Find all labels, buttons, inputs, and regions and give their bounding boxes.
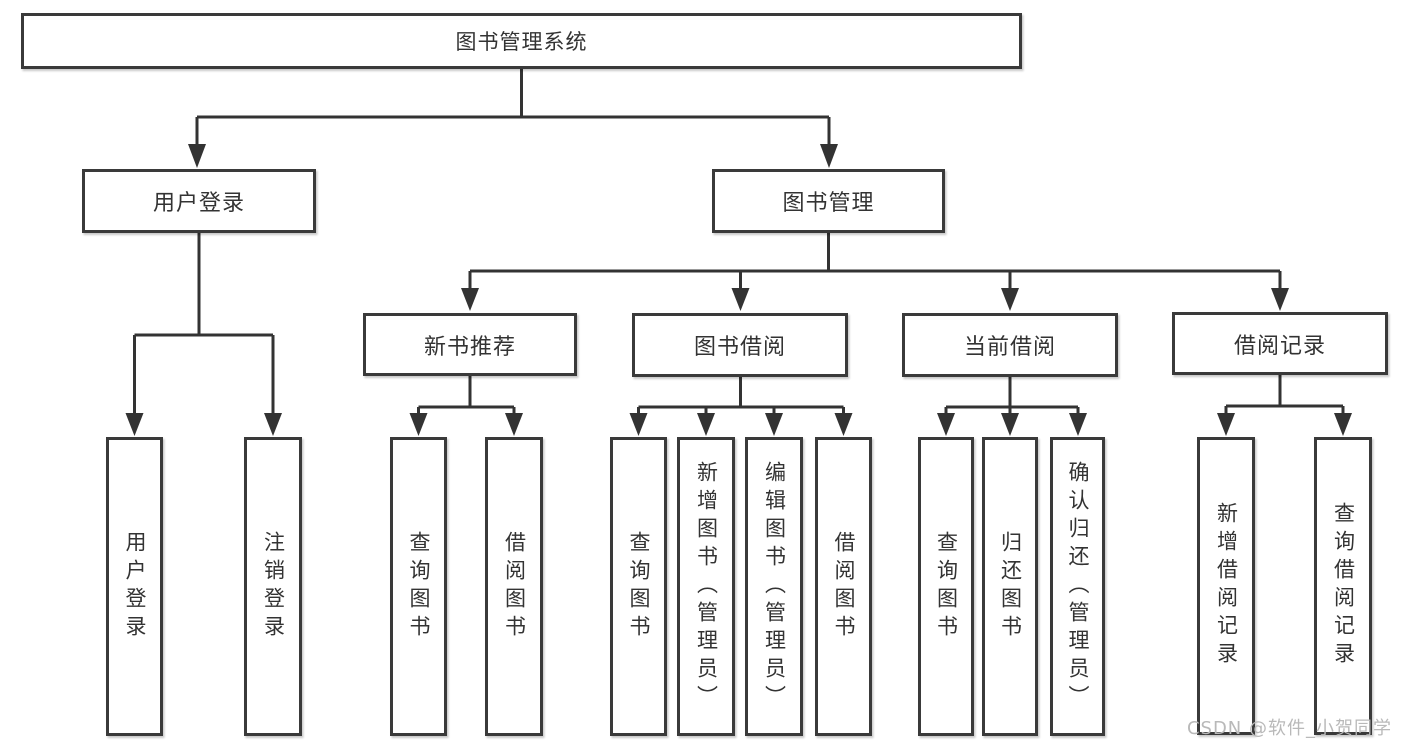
leaf-edit-books-admin: 编辑图书（管理员） bbox=[745, 437, 803, 736]
node-book-management: 图书管理 bbox=[712, 169, 945, 233]
csdn-watermark: CSDN @软件_小贺同学 bbox=[1186, 718, 1392, 739]
leaf-query-books-borrow: 查询图书 bbox=[610, 437, 667, 736]
leaf-confirm-return-admin: 确认归还（管理员） bbox=[1050, 437, 1105, 736]
node-new-book-recommend: 新书推荐 bbox=[363, 313, 577, 376]
leaf-borrow-books: 借阅图书 bbox=[815, 437, 872, 736]
node-borrow-records: 借阅记录 bbox=[1172, 312, 1388, 375]
leaf-logout: 注销登录 bbox=[244, 437, 302, 736]
leaf-add-books-admin: 新增图书（管理员） bbox=[677, 437, 735, 736]
node-library-system: 图书管理系统 bbox=[21, 13, 1022, 69]
leaf-add-borrow-record: 新增借阅记录 bbox=[1197, 437, 1255, 735]
node-book-borrow: 图书借阅 bbox=[632, 313, 848, 377]
leaf-user-login: 用户登录 bbox=[106, 437, 163, 736]
leaf-query-borrow-record: 查询借阅记录 bbox=[1314, 437, 1372, 735]
node-user-login: 用户登录 bbox=[82, 169, 316, 233]
leaf-return-books: 归还图书 bbox=[982, 437, 1038, 736]
leaf-query-books-current: 查询图书 bbox=[918, 437, 974, 736]
node-current-borrow: 当前借阅 bbox=[902, 313, 1118, 377]
leaf-query-books-recommend: 查询图书 bbox=[390, 437, 447, 736]
leaf-borrow-books-recommend: 借阅图书 bbox=[485, 437, 543, 736]
